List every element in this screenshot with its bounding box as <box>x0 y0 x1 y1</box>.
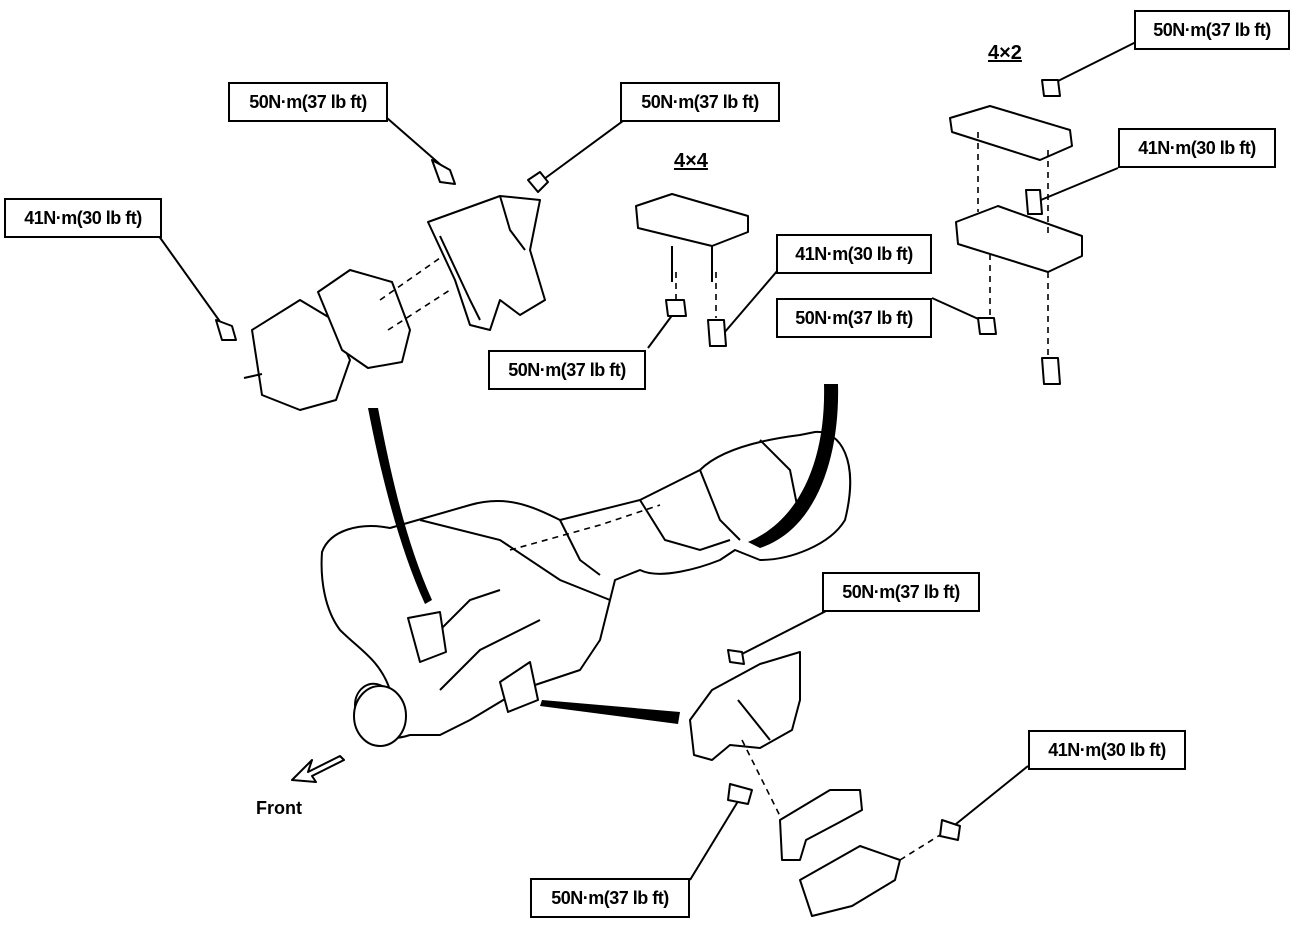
front-arrow-icon <box>291 755 345 783</box>
variant-label-4x2: 4×2 <box>988 42 1022 64</box>
front-label: Front <box>256 798 302 818</box>
torque-label-left-mount-bolt-top: 50N·m(37 lb ft) <box>228 82 388 122</box>
torque-label-center-4x4-nut: 50N·m(37 lb ft) <box>488 350 646 390</box>
torque-label-left-mount-bolt-side: 41N·m(30 lb ft) <box>4 198 162 238</box>
torque-label-center-4x4-bolt: 41N·m(30 lb ft) <box>776 234 932 274</box>
crossmember-4x4 <box>635 193 749 347</box>
pointer-strokes <box>368 384 839 724</box>
torque-label-right-bracket-nut: 50N·m(37 lb ft) <box>776 298 932 338</box>
torque-label-lower-mount-bolt-bottom: 50N·m(37 lb ft) <box>530 878 690 918</box>
left-mount-assembly <box>215 159 549 411</box>
lower-mount-assembly <box>689 649 961 917</box>
torque-label-top-right-nut: 50N·m(37 lb ft) <box>1134 10 1290 50</box>
transmission-assembly <box>320 430 852 747</box>
leader-lines <box>155 39 1141 881</box>
variant-label-4x4: 4×4 <box>674 150 708 172</box>
torque-label-lower-mount-bolt-side: 41N·m(30 lb ft) <box>1028 730 1186 770</box>
torque-label-left-mount-nut-top: 50N·m(37 lb ft) <box>620 82 780 122</box>
torque-label-top-right-bolt: 41N·m(30 lb ft) <box>1118 128 1276 168</box>
torque-label-lower-mount-nut-top: 50N·m(37 lb ft) <box>822 572 980 612</box>
crossmember-4x2 <box>949 79 1083 385</box>
